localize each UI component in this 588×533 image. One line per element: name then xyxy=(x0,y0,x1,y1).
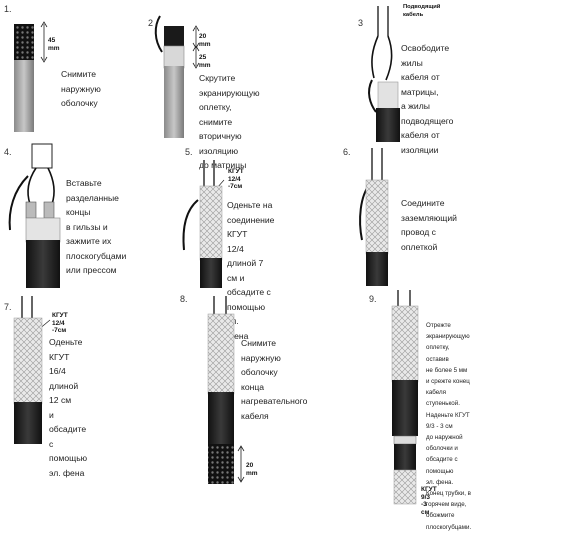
step-number: 5. xyxy=(185,147,193,157)
step-text: Отрежте экранирующую оплетку, оставив не… xyxy=(426,322,472,531)
step-number: 9. xyxy=(369,294,377,304)
dimension-label: 25 mm xyxy=(199,54,211,69)
sleeve-label: КГУТ 12/4 -7см xyxy=(228,168,244,190)
sleeve-label: КГУТ 9/3 -3 см xyxy=(421,486,437,516)
cable-illustration xyxy=(368,6,400,142)
step-number: 6. xyxy=(343,147,351,157)
supply-cable-label: Подводящий кабель xyxy=(403,4,441,18)
cable-illustration xyxy=(359,148,389,286)
cable-illustration xyxy=(207,296,245,484)
cable-illustration xyxy=(391,290,419,505)
dimension-label: 20 mm xyxy=(199,33,211,48)
step-number: 3 xyxy=(358,18,364,28)
dimension-label: 20 mm xyxy=(246,462,258,477)
step-number: 4. xyxy=(4,147,12,157)
cable-illustration xyxy=(8,143,61,288)
sleeve-label: КГУТ 12/4 -7см xyxy=(52,312,68,334)
cable-illustration xyxy=(14,21,48,132)
cable-illustration xyxy=(154,15,200,138)
cable-illustration xyxy=(13,296,51,444)
step-text: Соедините заземляющий провод с оплеткой xyxy=(401,198,457,252)
step-number: 8. xyxy=(180,294,188,304)
dimension-label: 45 mm xyxy=(48,37,60,52)
step-number: 7. xyxy=(4,302,12,312)
step-text: Оденьте КГУТ 16/4 длиной 12 см и обсадит… xyxy=(49,337,88,478)
step-text: Освободите жилы кабеля от матрицы, а жил… xyxy=(401,43,454,155)
step-text: Снимите наружную оболочку конца нагреват… xyxy=(241,338,308,421)
step-text: Снимите наружную оболочку xyxy=(61,69,101,108)
step-text: Вставьте разделанные концы в гильзы и за… xyxy=(66,178,127,275)
step-number: 1. xyxy=(4,4,12,14)
step-number: 2 xyxy=(148,18,154,28)
cable-illustration xyxy=(182,160,225,288)
